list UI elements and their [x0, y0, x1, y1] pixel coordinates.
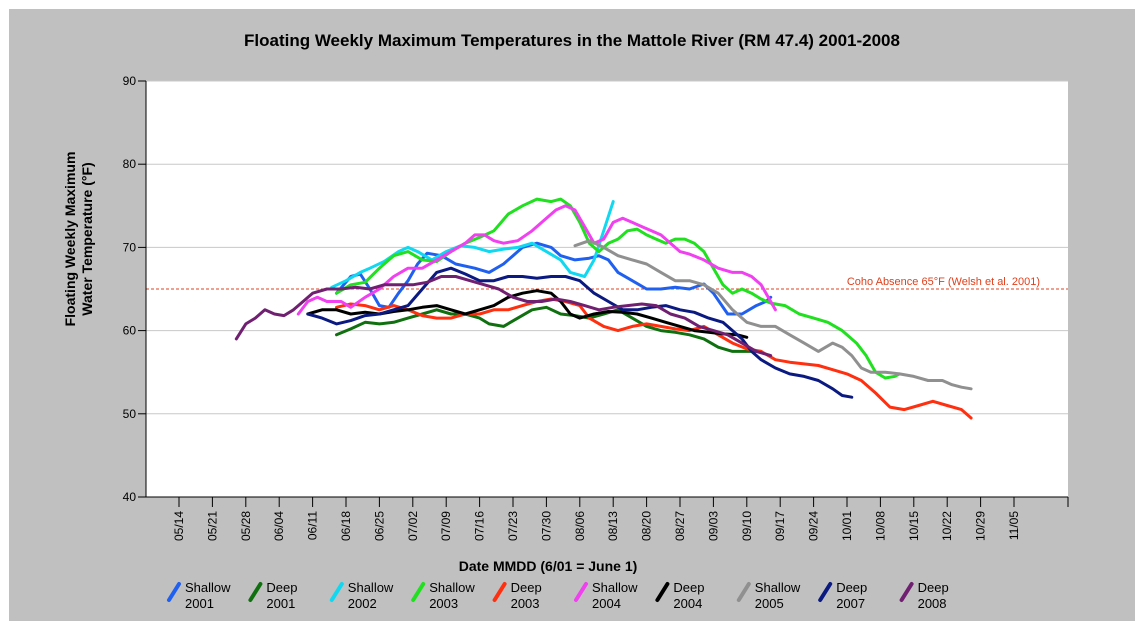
- x-tick-label-11: 07/30: [539, 511, 553, 541]
- chart-frame: Floating Weekly Maximum Temperatures in …: [9, 9, 1135, 621]
- legend-label-year: 2005: [755, 596, 784, 611]
- x-tick-label-24: 10/29: [974, 511, 988, 541]
- y-tick-label-90: 90: [123, 74, 137, 88]
- x-tick-label-15: 08/27: [673, 511, 687, 541]
- legend-label-name: Shallow: [429, 580, 475, 595]
- legend-label-year: 2003: [429, 596, 458, 611]
- x-tick-label-5: 06/18: [339, 511, 353, 541]
- legend-label-name: Deep: [673, 580, 704, 595]
- gridlines: [146, 80, 1068, 415]
- y-tick-label-60: 60: [123, 324, 137, 338]
- y-axis-title-line1: Floating Weekly Maximum: [62, 152, 78, 327]
- x-tick-label-12: 08/06: [573, 511, 587, 541]
- x-tick-label-6: 06/25: [372, 511, 386, 541]
- x-tick-label-8: 07/09: [439, 511, 453, 541]
- legend-swatch: [248, 582, 263, 602]
- x-tick-label-16: 09/03: [706, 511, 720, 541]
- coho-threshold-label: Coho Absence 65°F (Welsh et al. 2001): [847, 276, 1040, 288]
- x-tick-label-3: 06/04: [272, 511, 286, 541]
- legend-label-year: 2008: [918, 596, 947, 611]
- x-tick-label-2: 05/28: [239, 511, 253, 541]
- legend: Shallow2001Deep2001Shallow2002Shallow200…: [167, 580, 949, 611]
- legend-label-name: Deep: [266, 580, 297, 595]
- y-tick-label-80: 80: [123, 157, 137, 171]
- legend-label-year: 2004: [673, 596, 702, 611]
- chart-svg: Floating Weekly Maximum Temperatures in …: [62, 31, 1069, 611]
- y-ticks: 40 50 60 70 80 90: [123, 74, 146, 504]
- series-lines: [234, 197, 973, 420]
- legend-label-year: 2003: [511, 596, 540, 611]
- legend-label-name: Deep: [511, 580, 542, 595]
- x-tick-label-25: 11/05: [1007, 511, 1021, 540]
- x-tick-label-18: 09/17: [773, 511, 787, 541]
- chart-title: Floating Weekly Maximum Temperatures in …: [244, 31, 900, 50]
- x-tick-label-13: 08/13: [606, 511, 620, 541]
- x-tick-label-14: 08/20: [640, 511, 654, 541]
- legend-label-name: Shallow: [185, 580, 231, 595]
- legend-label-name: Shallow: [348, 580, 394, 595]
- legend-label-year: 2002: [348, 596, 377, 611]
- legend-label-year: 2001: [185, 596, 214, 611]
- legend-label-year: 2001: [266, 596, 295, 611]
- axes: [145, 81, 1068, 498]
- legend-swatch: [329, 582, 344, 602]
- series-line-shallow-2005: [573, 239, 973, 391]
- x-ticks: 05/14 05/21 05/28 06/04 06/11 06/18 06/25 07/02…: [172, 497, 1069, 541]
- series-line-shallow-2002: [330, 200, 615, 289]
- y-tick-label-50: 50: [123, 407, 137, 421]
- x-tick-label-7: 07/02: [406, 511, 420, 541]
- legend-label-year: 2004: [592, 596, 621, 611]
- y-tick-label-40: 40: [123, 490, 137, 504]
- x-tick-label-19: 09/24: [807, 511, 821, 541]
- y-axis-title-line2: Water Temperature (°F): [79, 162, 95, 315]
- series-line-deep-2007: [306, 266, 854, 399]
- x-tick-label-4: 06/11: [306, 511, 320, 540]
- x-tick-label-23: 10/22: [940, 511, 954, 541]
- legend-swatch: [655, 582, 670, 602]
- legend-swatch: [492, 582, 507, 602]
- x-axis-title: Date MMDD (6/01 = June 1): [459, 558, 638, 574]
- legend-label-name: Deep: [918, 580, 949, 595]
- series-line-deep-2003: [335, 297, 973, 420]
- legend-swatch: [736, 582, 751, 602]
- y-tick-label-70: 70: [123, 240, 137, 254]
- legend-label-name: Shallow: [755, 580, 801, 595]
- legend-swatch: [167, 582, 181, 602]
- reference-line-group: Coho Absence 65°F (Welsh et al. 2001): [146, 276, 1068, 290]
- legend-label-name: Shallow: [592, 580, 638, 595]
- legend-swatch: [899, 582, 914, 602]
- series-line-deep-2001: [335, 305, 763, 353]
- legend-swatch: [411, 582, 426, 602]
- legend-label-year: 2007: [836, 596, 865, 611]
- x-tick-label-22: 10/15: [907, 511, 921, 541]
- x-tick-label-21: 10/08: [873, 511, 887, 541]
- series-line-deep-2008: [234, 275, 773, 358]
- x-tick-label-20: 10/01: [840, 511, 854, 541]
- legend-swatch: [818, 582, 833, 602]
- legend-label-name: Deep: [836, 580, 867, 595]
- x-tick-label-9: 07/16: [473, 511, 487, 541]
- x-tick-label-10: 07/23: [506, 511, 520, 541]
- x-tick-label-17: 09/10: [740, 511, 754, 541]
- legend-swatch: [574, 582, 588, 602]
- x-tick-label-0: 05/14: [172, 511, 186, 541]
- x-tick-label-1: 05/21: [205, 511, 219, 541]
